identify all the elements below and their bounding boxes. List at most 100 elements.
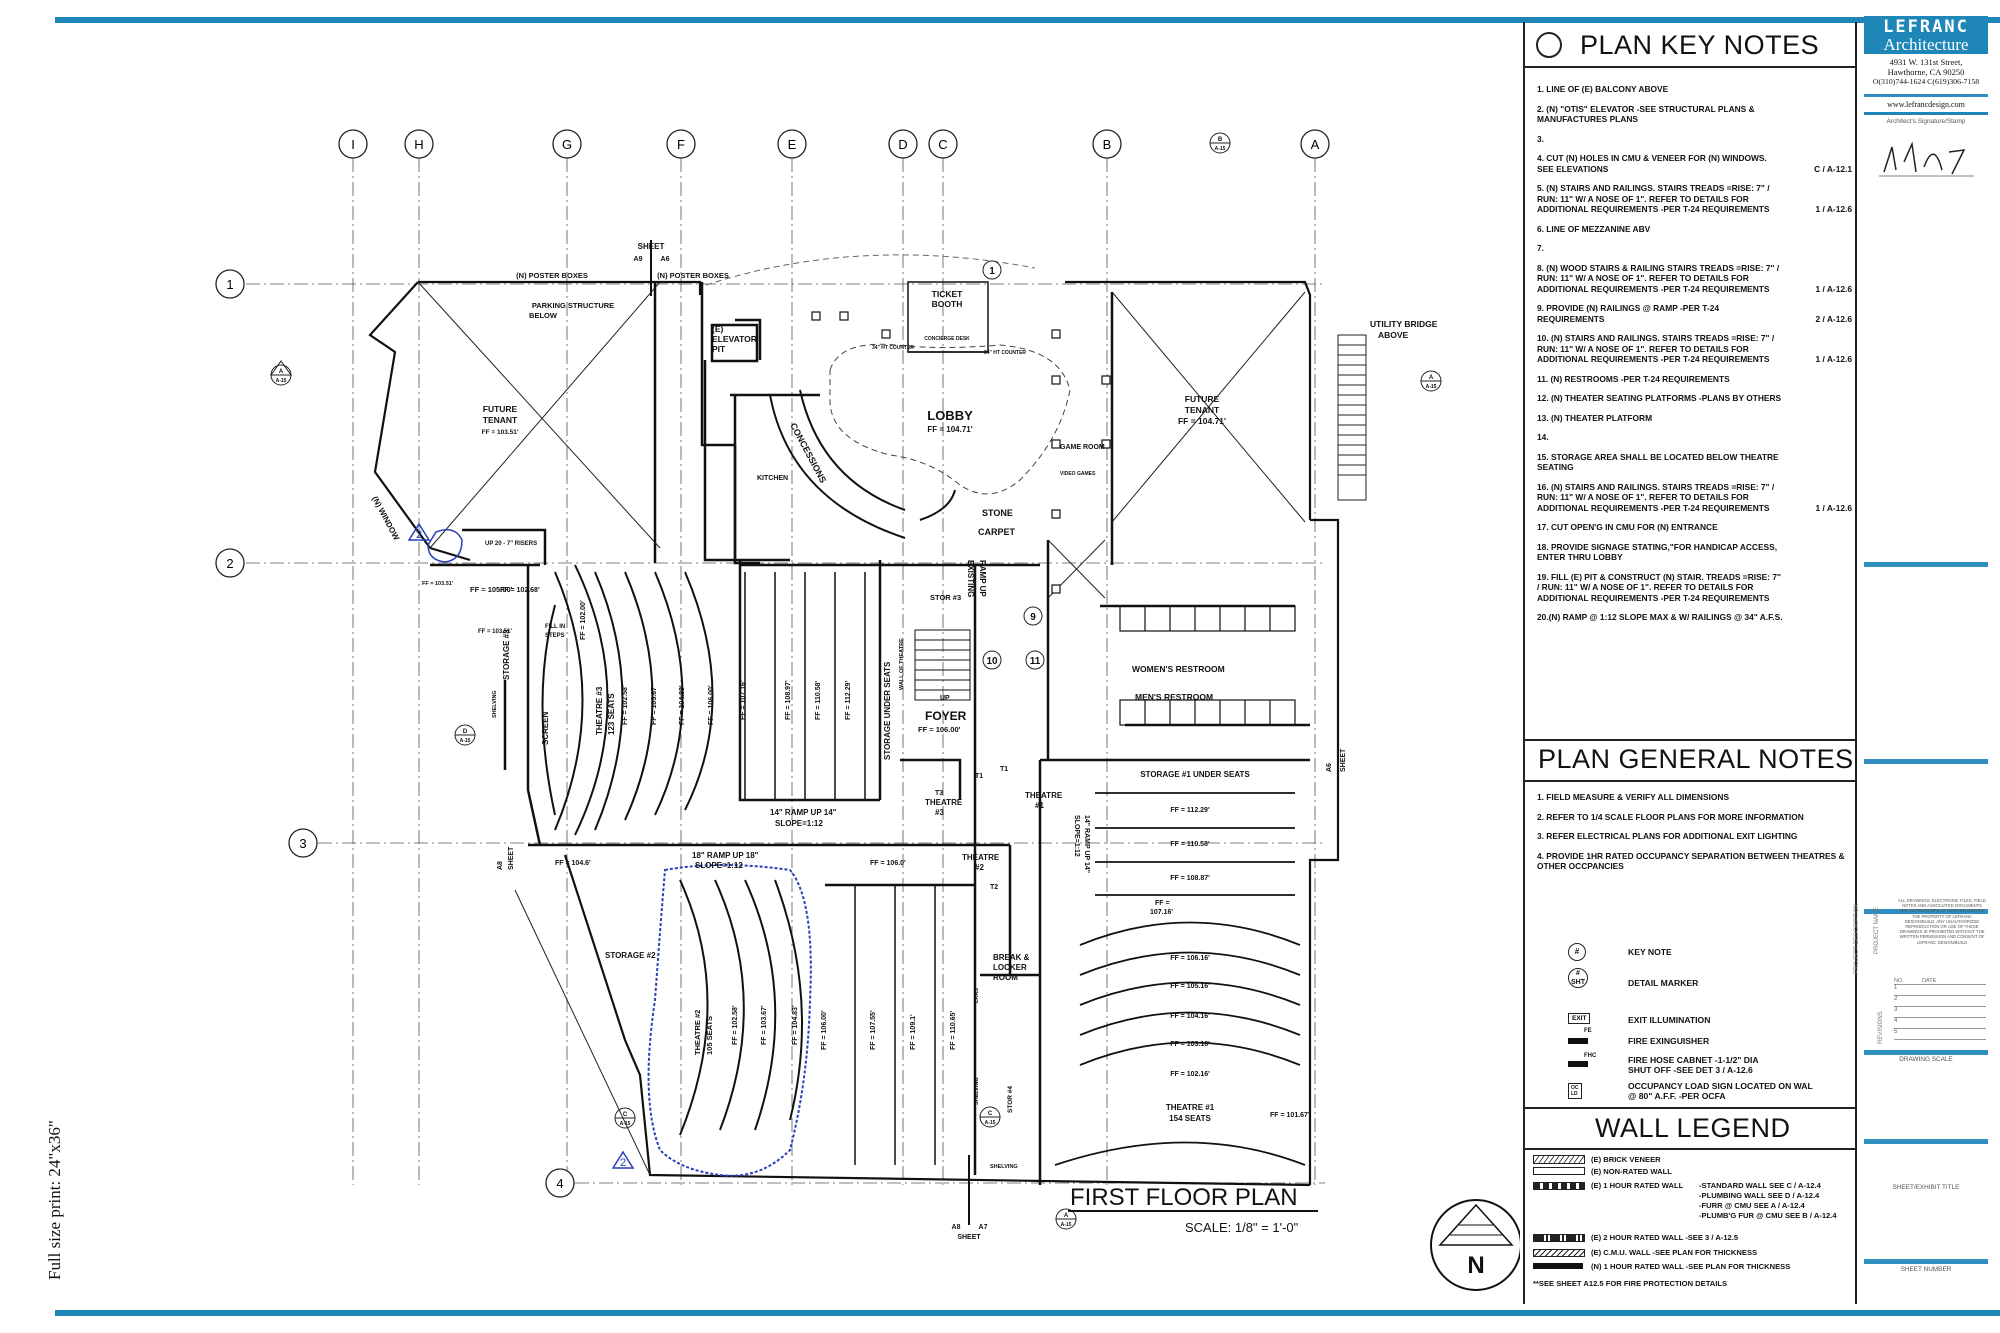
section-marker-d: D A-15	[454, 724, 476, 746]
grid-bubble-E: E	[777, 129, 807, 159]
t2-ff-2: FF = 104.83'	[792, 1005, 799, 1045]
ff-105: FF = 105.00'	[470, 585, 513, 594]
key-note-item: 1. LINE OF (E) BALCONY ABOVE	[1537, 84, 1852, 95]
theatre3-2: 123 SEATS	[607, 693, 616, 735]
key-note-item: 15. STORAGE AREA SHALL BE LOCATED BELOW …	[1537, 452, 1852, 473]
key-note-text: 17. CUT OPEN'G IN CMU FOR (N) ENTRANCE	[1537, 522, 1718, 532]
t3-ff-4: FF = 106.00'	[708, 685, 715, 725]
svg-text:A6: A6	[661, 256, 670, 263]
address-line-2: Hawthorne, CA 90250	[1887, 67, 1965, 77]
key-note-text: 16. (N) STAIRS AND RAILINGS. STAIRS TREA…	[1537, 481, 1775, 513]
general-note-item: 4. PROVIDE 1HR RATED OCCUPANCY SEPARATIO…	[1537, 850, 1845, 872]
plan-scale: SCALE: 1/8" = 1'-0"	[1185, 1220, 1299, 1235]
concession-counter	[769, 389, 956, 539]
ramp14b-1: 14" RAMP UP 14"	[1083, 815, 1090, 873]
t1-lo-1: FF = 105.16'	[1170, 983, 1210, 990]
ff-10167: FF = 101.67'	[1270, 1112, 1310, 1119]
general-notes-rule-top	[1525, 739, 1855, 741]
screen: SCREEN	[541, 711, 550, 745]
key-note-text: 10. (N) STAIRS AND RAILINGS. STAIRS TREA…	[1537, 333, 1775, 364]
ff-1046: FF = 104.6'	[555, 860, 591, 867]
interior-walls	[430, 282, 1310, 1185]
poster-boxes-left: (N) POSTER BOXES	[516, 271, 588, 280]
grid-bubble-D: D	[888, 129, 918, 159]
revisions-label: REVISIONS	[1878, 1011, 1884, 1044]
video-games: VIDEO GAMES	[1060, 471, 1096, 477]
t1-up-0: FF = 112.29'	[1170, 807, 1210, 814]
fe-symbol-icon	[1568, 1038, 1588, 1044]
key-note-text: 4. CUT (N) HOLES IN CMU & VENEER FOR (N)…	[1537, 153, 1767, 174]
parking-2: BELOW	[529, 311, 558, 320]
foyer-ff: FF = 106.00'	[918, 725, 961, 734]
key-note-text: 18. PROVIDE SIGNAGE STATING,"FOR HANDICA…	[1537, 541, 1778, 563]
elevator-1: (E)	[712, 324, 724, 334]
elevator-kitchen-block	[703, 323, 820, 562]
key-note-ref: 1 / A-12.6	[1815, 283, 1852, 294]
revision-cloud-theatre2	[647, 864, 812, 1177]
sheet-marker-right: A6 SHEET	[1326, 748, 1347, 772]
key-note-item: 12. (N) THEATER SEATING PLATFORMS -PLANS…	[1537, 393, 1852, 404]
drawing-scale-label: DRAWING SCALE	[1899, 1056, 1953, 1063]
svg-text:1: 1	[226, 277, 233, 292]
plan-title: FIRST FLOOR PLAN SCALE: 1/8" = 1'-0"	[1068, 1184, 1318, 1235]
general-notes-title: PLAN GENERAL NOTES	[1538, 744, 1854, 774]
ticket-booth	[907, 281, 989, 353]
ticket-booth-2: BOOTH	[932, 299, 963, 309]
key-note-item: 19. FILL (E) PIT & CONSTRUCT (N) STAIR. …	[1537, 572, 1852, 604]
detail-marker-symbol-icon: # SHT	[1568, 968, 1588, 988]
key-note-item: 8. (N) WOOD STAIRS & RAILING STAIRS TREA…	[1537, 263, 1852, 295]
concierge: CONCIERGE DESK	[924, 336, 970, 342]
detail-marker-label: DETAIL MARKER	[1628, 978, 1699, 988]
svg-text:A-15: A-15	[620, 1121, 631, 1127]
plan-title-text: FIRST FLOOR PLAN	[1070, 1184, 1298, 1211]
future-tenant-left-ff: FF = 103.51'	[482, 429, 519, 436]
section-marker-c-mid: C A-15	[979, 1106, 1001, 1128]
t1-a: T1	[975, 773, 983, 780]
svg-text:4: 4	[556, 1176, 563, 1191]
svg-text:A-15: A-15	[460, 738, 471, 744]
grid-bubble-C: C	[928, 129, 958, 159]
theatre1-2: 154 SEATS	[1169, 1114, 1211, 1123]
key-note-item: 14.	[1537, 432, 1852, 443]
ff-10716-2: 107.16'	[1150, 909, 1173, 916]
key-note-item: 18. PROVIDE SIGNAGE STATING,"FOR HANDICA…	[1537, 542, 1852, 563]
oc-label-2: @ 80" A.F.F. -PER OCFA	[1628, 1091, 1726, 1101]
theatre3-rows-straight	[744, 572, 866, 800]
ramp14b-2: SLOPE=1:12	[1073, 815, 1080, 857]
existing-ramp-2: RAMP UP	[978, 560, 987, 597]
floor-plan-drawing: I H G F E D C B A 1 2 3 4 A A-15 A A-15 …	[215, 129, 1520, 1291]
rev-row-1: 1	[1894, 985, 1986, 996]
lkrs: LKRS	[974, 988, 980, 1003]
fe-label: FIRE EXINGUISHER	[1628, 1036, 1710, 1046]
key-note-text: 7.	[1537, 243, 1544, 253]
copyright-note: ALL DRAWINGS, ELECTRONIC FILES, FIELD NO…	[1898, 898, 1986, 945]
section-marker-bottom-a15: A A-15	[1055, 1208, 1077, 1230]
storage2: STORAGE #2	[605, 951, 656, 960]
revision-triangle-2: 2	[611, 1150, 635, 1169]
key-note-item: 6. LINE OF MEZZANINE ABV	[1537, 224, 1852, 235]
t3-ff-5: FF = 107.16'	[740, 680, 747, 720]
wall-legend-title: WALL LEGEND	[1595, 1113, 1791, 1143]
keynote-tag-11: 11	[1025, 650, 1045, 670]
key-notes-title: PLAN KEY NOTES	[1580, 29, 1820, 60]
ff-1060: FF = 106.0'	[870, 860, 906, 867]
t1-up-1: FF = 110.58'	[1170, 841, 1210, 848]
wall-of-theatre: WALL OF THEATRE	[899, 638, 905, 690]
svg-text:A9: A9	[634, 256, 643, 263]
fill-in-steps-2: STEPS	[545, 633, 565, 639]
title-block-bar-2	[1864, 562, 1988, 567]
key-note-symbol-icon: #	[1568, 943, 1586, 961]
grid-bubble-1: 1	[215, 269, 245, 299]
title-block-bar-6	[1864, 1139, 1988, 1144]
sheet-title-label: SHEET/EXHIBIT TITLE	[1892, 1184, 1960, 1191]
svg-text:A-15: A-15	[1426, 384, 1437, 390]
key-note-ref: C / A-12.1	[1814, 163, 1852, 174]
t3-ff-0: FF = 102.00'	[580, 600, 587, 640]
revision-cloud-window	[427, 529, 463, 563]
storage1: STORAGE #1 UNDER SEATS	[1140, 770, 1250, 779]
north-arrow: N	[1430, 1199, 1520, 1291]
break-room-3: ROOM	[993, 973, 1018, 982]
key-note-text: 1. LINE OF (E) BALCONY ABOVE	[1537, 84, 1669, 94]
signature-label: Architect's Signature/Stamp	[1886, 118, 1966, 125]
key-note-text: 19. FILL (E) PIT & CONSTRUCT (N) STAIR. …	[1537, 571, 1781, 603]
